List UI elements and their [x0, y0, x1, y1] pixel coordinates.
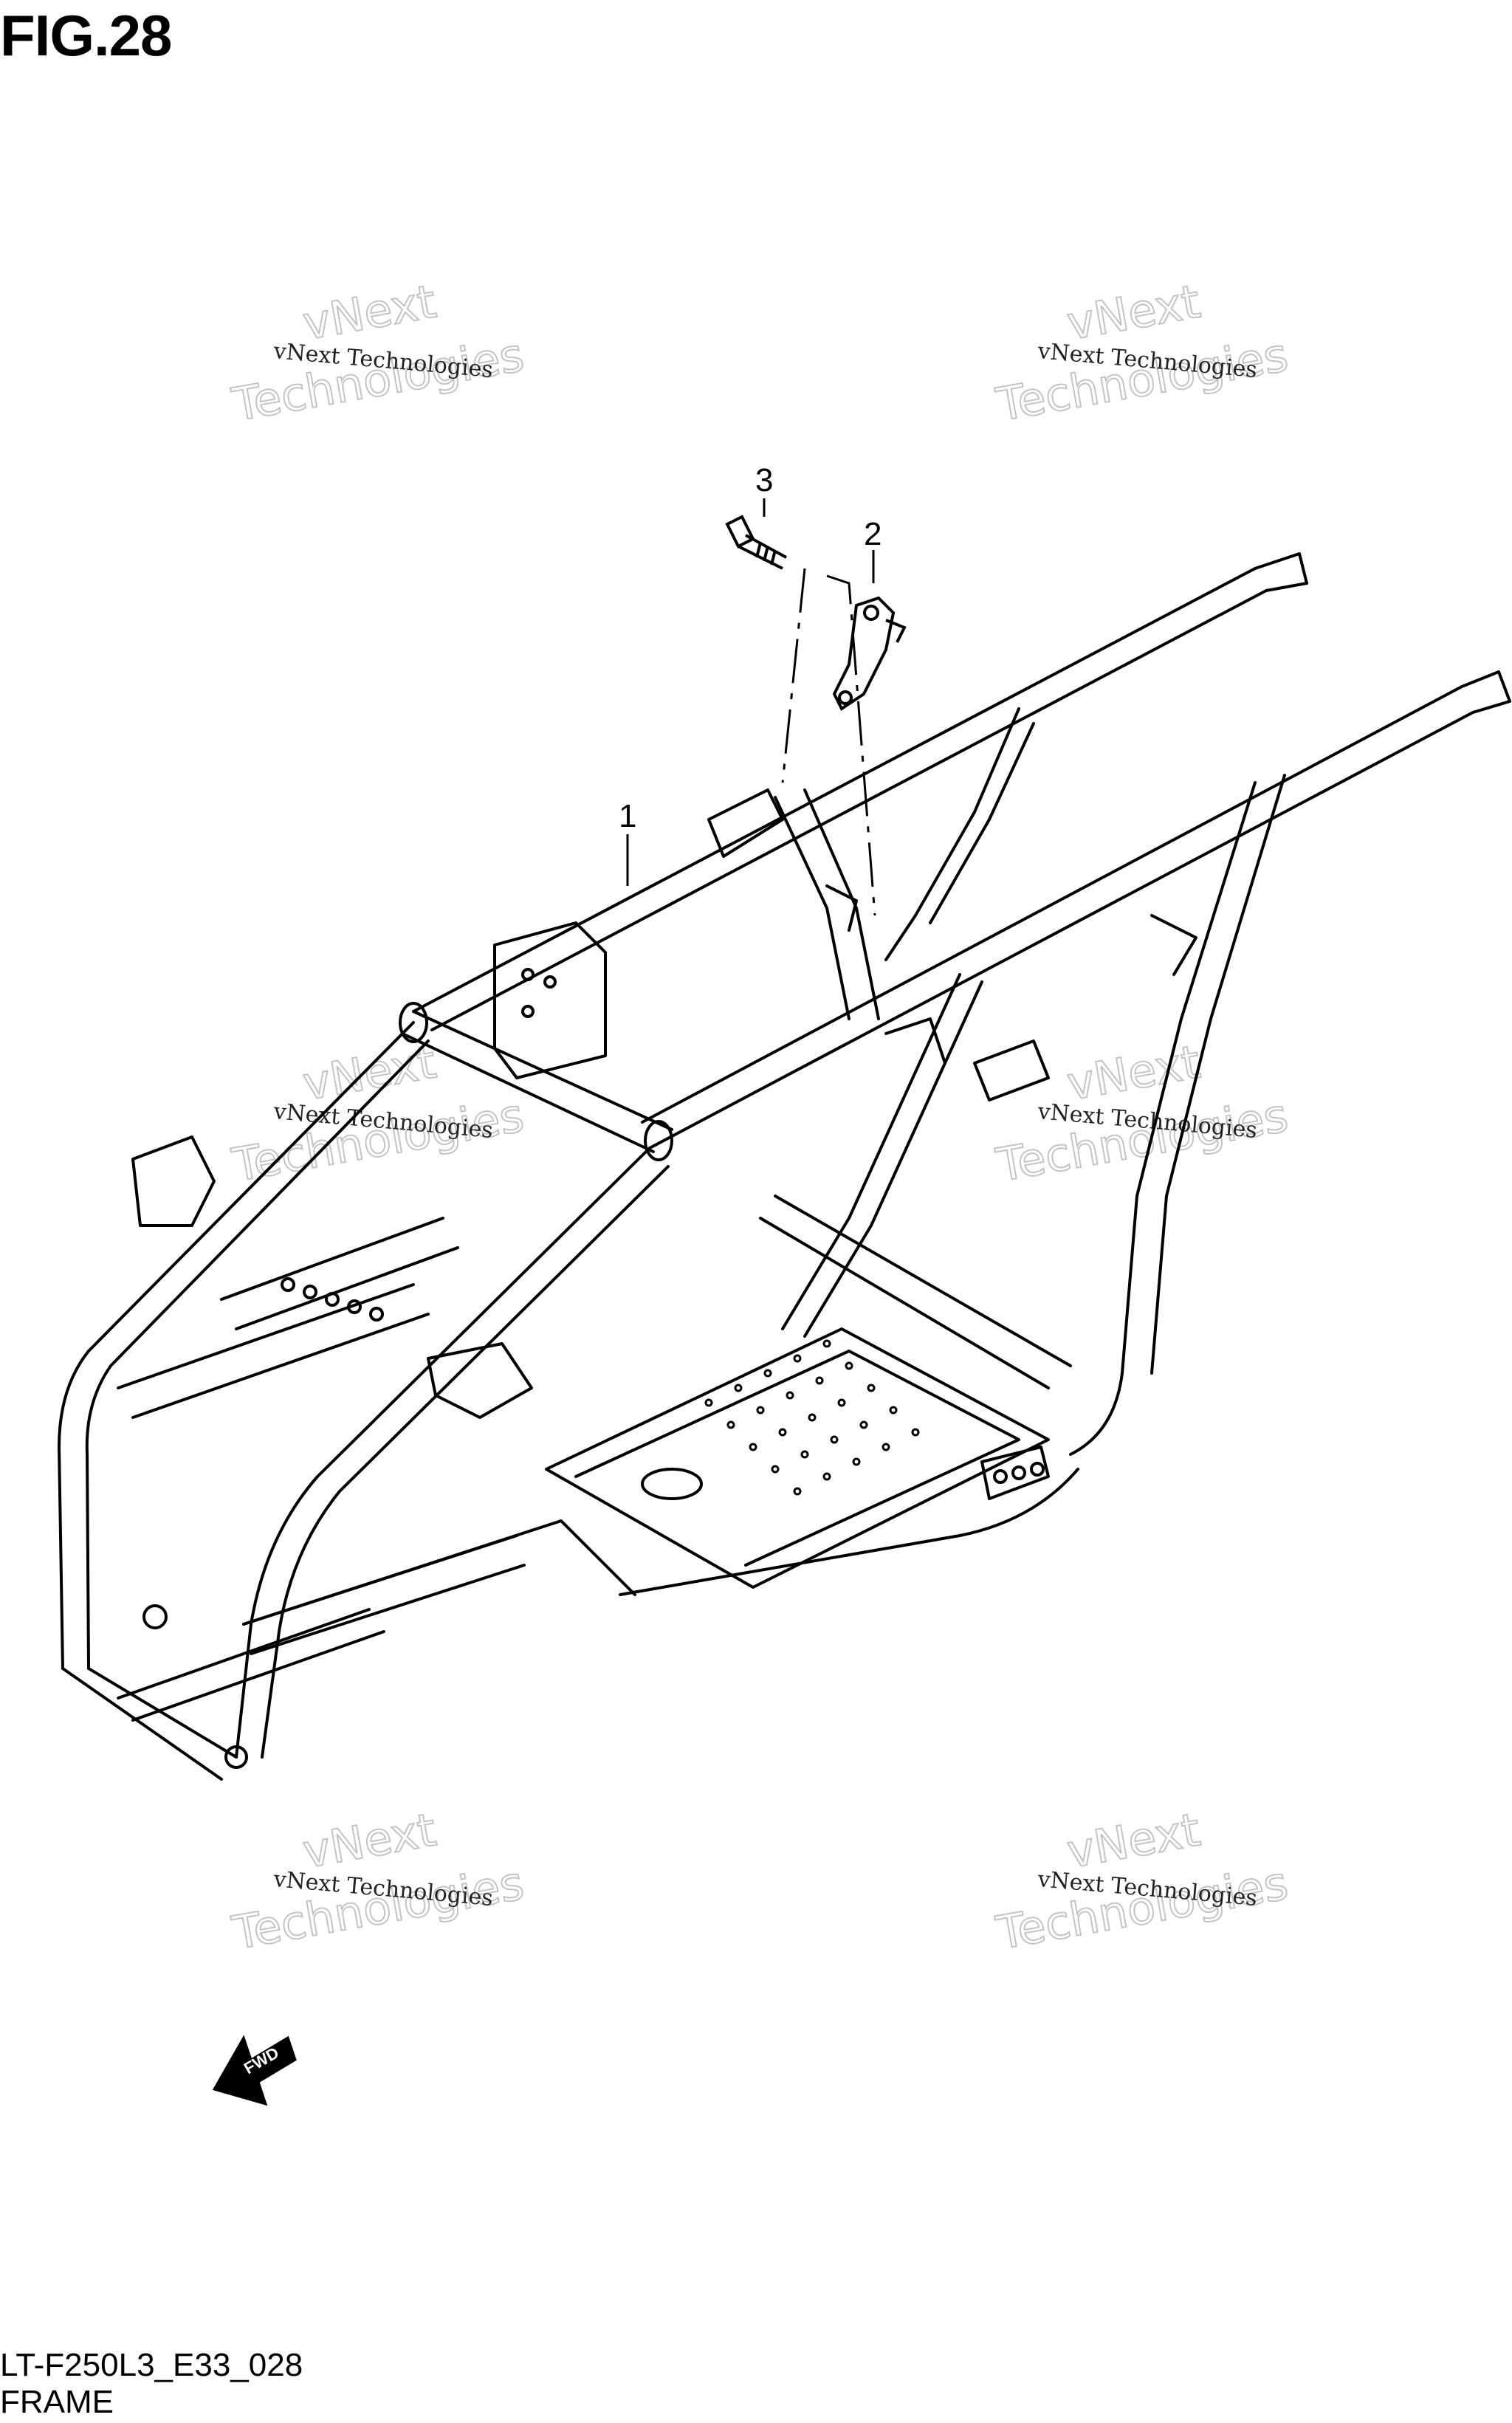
frame-drawing — [58, 552, 1511, 1781]
bracket-part — [832, 596, 907, 711]
fwd-arrow-shape — [212, 2035, 297, 2106]
figure-title: FIG.28 — [0, 3, 172, 68]
watermark: vNext Technologies vNext Technologies — [227, 1034, 529, 1193]
watermark-large-brand: vNext — [299, 1802, 440, 1878]
fwd-arrow: FWD — [212, 2035, 297, 2106]
figure-code: LT-F250L3_E33_028 — [0, 2347, 303, 2383]
watermark-large-brand: vNext — [299, 274, 440, 350]
watermark: vNext Technologies vNext Technologies — [227, 273, 529, 433]
bolt-part — [725, 515, 787, 570]
watermark-large-brand: vNext — [1063, 1034, 1204, 1110]
watermark: vNext Technologies vNext Technologies — [992, 1034, 1293, 1193]
watermark-large-brand: vNext — [1063, 1802, 1204, 1878]
leader-line-3-dashed — [781, 568, 806, 783]
callout-number-1: 1 — [619, 798, 636, 834]
watermark-large-brand: vNext — [1063, 274, 1204, 350]
watermark: vNext Technologies vNext Technologies — [992, 273, 1293, 433]
watermark: vNext Technologies vNext Technologies — [992, 1801, 1293, 1961]
callout-group: 1 2 3 — [619, 462, 882, 834]
leader-line-2-dashed — [826, 574, 876, 916]
floor-holes — [704, 1339, 920, 1496]
watermark-group: vNext Technologies vNext Technologies vN… — [227, 273, 1293, 1961]
callout-number-2: 2 — [864, 516, 882, 552]
figure-name: FRAME — [0, 2384, 114, 2420]
watermark: vNext Technologies vNext Technologies — [227, 1801, 529, 1961]
leader-lines — [626, 498, 876, 916]
callout-number-3: 3 — [755, 462, 773, 498]
